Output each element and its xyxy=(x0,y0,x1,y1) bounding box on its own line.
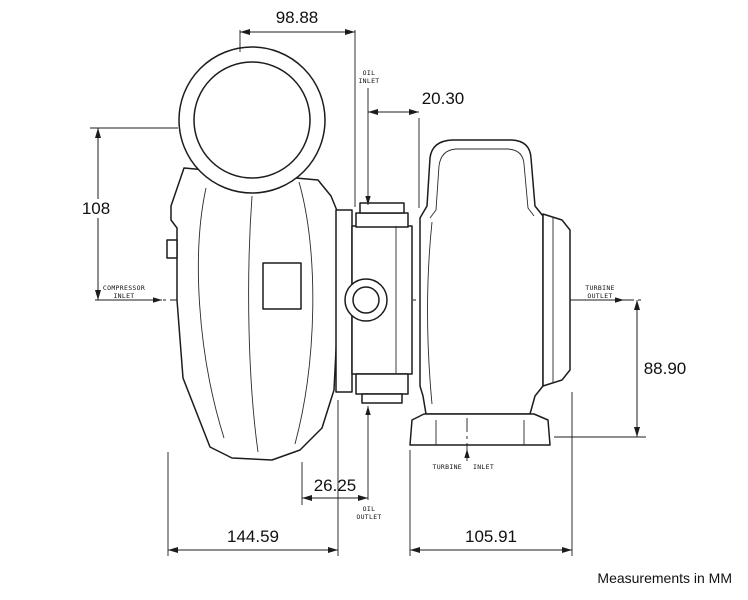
dimension-oil-inlet-to-turbine: 20.30 xyxy=(368,89,464,208)
oil-outlet-label-line1: OIL xyxy=(363,505,376,513)
dimension-turbine-flange-height-value: 88.90 xyxy=(644,359,687,378)
dimension-oil-outlet-offset-value: 26.25 xyxy=(314,476,357,495)
dimension-compressor-overall-width-value: 144.59 xyxy=(227,527,279,546)
turbine-outlet-vband-flange xyxy=(542,213,571,387)
dimension-turbine-overall-width-value: 105.91 xyxy=(465,527,517,546)
dimension-top-width: 98.88 xyxy=(239,8,356,207)
compressor-inlet-label-line1: COMPRESSOR xyxy=(103,284,145,292)
dimension-compressor-height-value: 108 xyxy=(82,199,110,218)
dimension-turbine-flange-height: 88.90 xyxy=(554,300,692,438)
turbine-outlet-label: TURBINE OUTLET xyxy=(580,284,624,303)
oil-inlet-label-line2: INLET xyxy=(358,77,379,85)
dimension-compressor-overall-width: 144.59 xyxy=(167,400,339,556)
bearing-housing xyxy=(344,202,413,404)
oil-inlet-label: OIL INLET xyxy=(358,69,379,85)
turbine-inlet-label-line2: INLET xyxy=(473,463,494,471)
measurements-note: Measurements in MM xyxy=(597,570,732,586)
dimension-oil-outlet-offset: 26.25 xyxy=(301,462,368,505)
turbine-inlet-label-line1: TURBINE xyxy=(433,463,463,471)
turbine-outlet-label-line1: TURBINE xyxy=(585,284,615,292)
turbine-inlet-label: TURBINE INLET xyxy=(433,449,494,471)
oil-inlet-label-line1: OIL xyxy=(363,69,376,77)
bearing-housing-port-inner xyxy=(352,286,380,314)
turbine-outlet-label-line2: OUTLET xyxy=(587,292,612,300)
oil-outlet-label: OIL OUTLET xyxy=(356,505,381,521)
oil-outlet-label-line2: OUTLET xyxy=(356,513,381,521)
dimension-turbine-overall-width: 105.91 xyxy=(409,392,573,556)
compressor-inlet-bore-inner xyxy=(193,61,311,179)
compressor-inlet-label: COMPRESSOR INLET xyxy=(103,284,162,303)
compressor-inlet-label-line2: INLET xyxy=(113,292,134,300)
compressor-boss-left xyxy=(166,239,178,259)
compressor-housing xyxy=(166,46,353,461)
turbine-housing xyxy=(409,139,571,460)
dimension-compressor-height: 108 xyxy=(78,127,178,300)
dimension-top-width-value: 98.88 xyxy=(276,8,319,27)
dimension-oil-inlet-to-turbine-value: 20.30 xyxy=(422,89,465,108)
turbine-inlet-flange xyxy=(409,413,551,446)
compressor-boss-front xyxy=(262,262,302,310)
